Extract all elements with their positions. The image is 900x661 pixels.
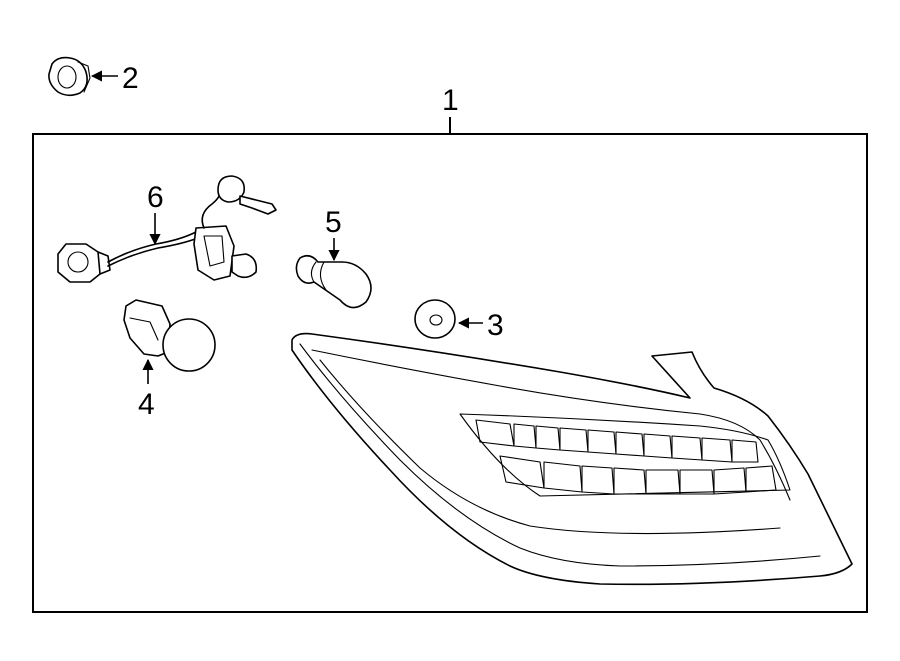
callout-1: 1: [442, 84, 459, 117]
callout-6: 6: [147, 181, 164, 214]
part-5-wedge-bulb: [295, 254, 372, 309]
callout-4: 4: [138, 388, 155, 421]
callout-5: 5: [325, 206, 342, 239]
part-4-bulb-socket: [123, 299, 216, 372]
callout-3: 3: [487, 309, 504, 342]
part-6-wire-harness: [57, 175, 277, 283]
part-2-grommet: [48, 56, 91, 97]
led-segments: [475, 419, 777, 495]
part-3-washer: [414, 299, 456, 339]
callout-2: 2: [122, 62, 139, 95]
tail-lamp-housing: [291, 332, 853, 586]
